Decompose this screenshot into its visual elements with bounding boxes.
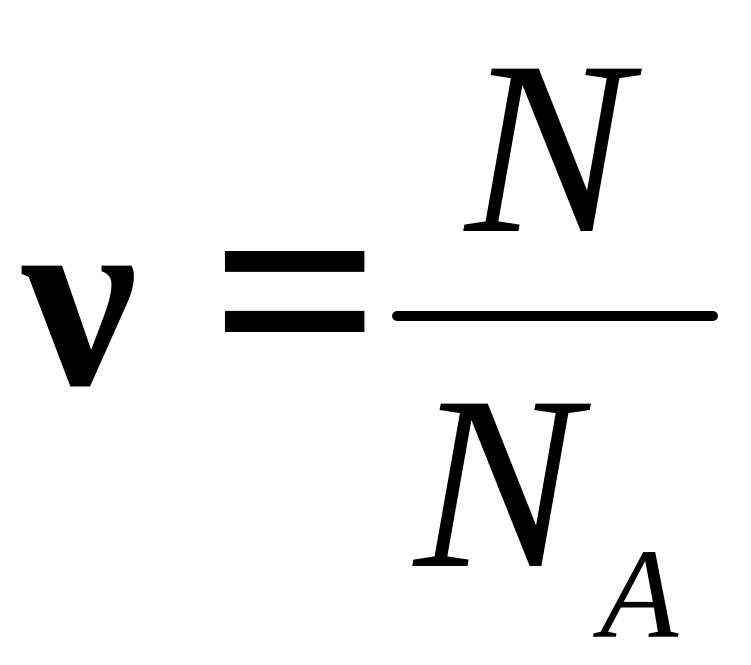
equals-sign: = xyxy=(210,124,381,456)
fraction-denominator: N xyxy=(414,345,580,620)
fraction-bar xyxy=(392,311,718,321)
formula-lhs-nu: ν xyxy=(22,154,138,440)
denominator-subscript: A xyxy=(600,523,679,665)
fraction-numerator: N xyxy=(465,10,631,285)
